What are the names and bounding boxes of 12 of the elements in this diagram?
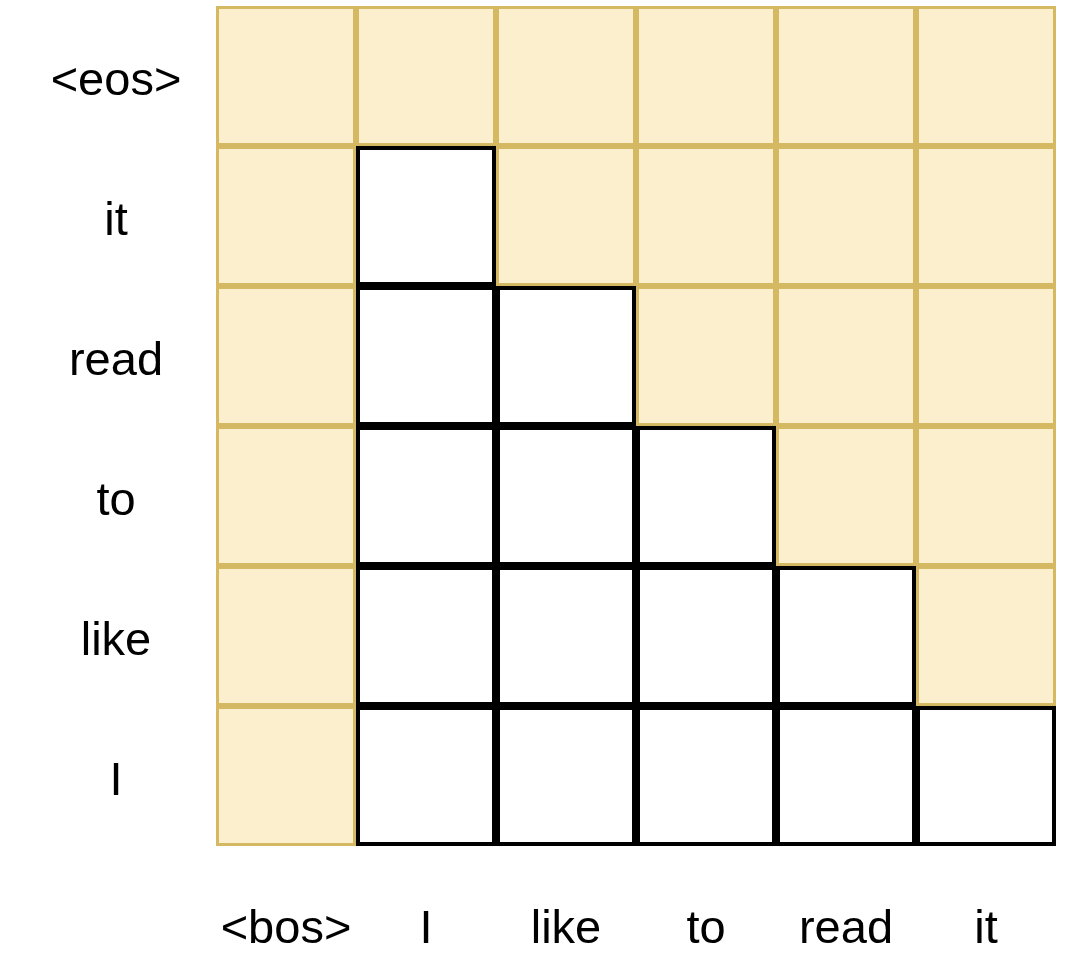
column-label: <bos> [220,902,352,950]
row-label: I [109,754,123,802]
row-label: to [96,474,136,522]
column-label: like [530,902,602,950]
column-label: it [974,902,998,950]
row-label: like [80,614,152,662]
row-label: read [68,334,164,382]
row-label: <eos> [50,54,182,102]
column-label: read [798,902,894,950]
column-label: to [686,902,726,950]
row-label: it [104,194,128,242]
column-label: I [419,902,433,950]
